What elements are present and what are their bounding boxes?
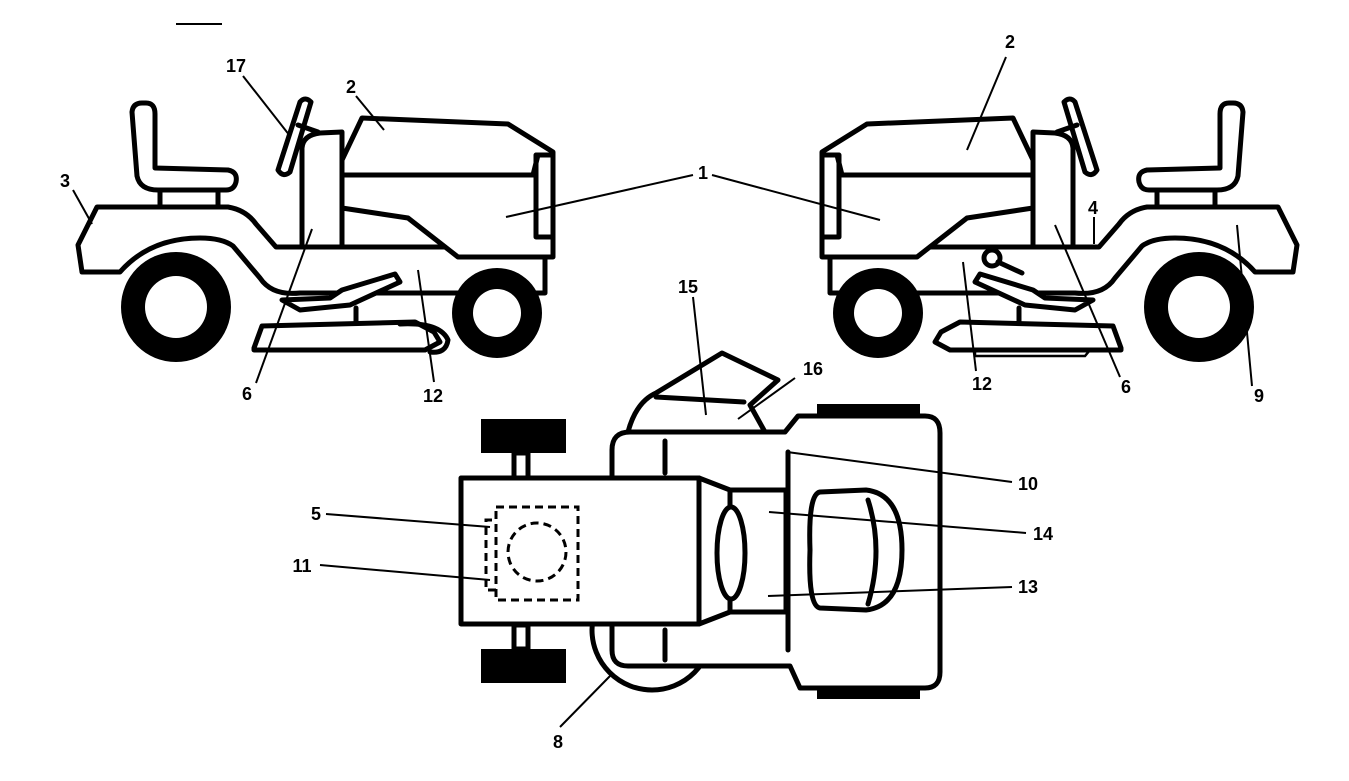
callout-2-right: 2 [1005, 32, 1015, 52]
callout-12-left: 12 [423, 386, 443, 406]
callout-15: 15 [678, 277, 698, 297]
callout-10: 10 [1018, 474, 1038, 494]
callout-14: 14 [1033, 524, 1053, 544]
callout-5: 5 [311, 504, 321, 524]
callout-8: 8 [553, 732, 563, 752]
callout-13: 13 [1018, 577, 1038, 597]
tractor-left-side-view [75, 96, 556, 362]
callout-6-right: 6 [1121, 377, 1131, 397]
callout-2-left: 2 [346, 77, 356, 97]
tractor-top-view [458, 350, 943, 699]
callout-9: 9 [1254, 386, 1264, 406]
callout-1: 1 [698, 163, 708, 183]
callout-17: 17 [226, 56, 246, 76]
leader-lines [72, 56, 1253, 728]
callout-6-left: 6 [242, 384, 252, 404]
callout-3: 3 [60, 171, 70, 191]
callout-16: 16 [803, 359, 823, 379]
callout-labels: 1 2 2 3 4 5 6 6 8 9 10 11 12 12 13 14 15… [60, 32, 1264, 752]
callout-4: 4 [1088, 198, 1098, 218]
callout-12-right: 12 [972, 374, 992, 394]
tractor-right-side-view [819, 96, 1300, 362]
callout-11: 11 [292, 556, 311, 576]
